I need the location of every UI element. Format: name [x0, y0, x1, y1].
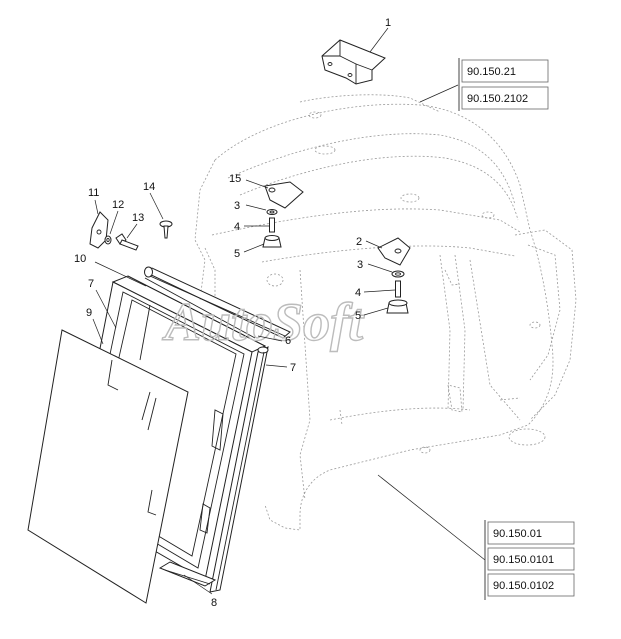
bolt-part-13	[115, 233, 139, 251]
callout-15: 15	[229, 173, 241, 185]
callout-3a: 3	[234, 200, 240, 212]
callout-labels: 1 15 3 4 5 2 3 4 5 11 12 13 14 10 7 9 6 …	[74, 17, 391, 609]
washer-part-12	[104, 235, 112, 245]
ref-code[interactable]: 90.150.0101	[493, 554, 554, 566]
callout-4a: 4	[234, 221, 240, 233]
reference-box-top: 90.150.21 90.150.2102	[458, 58, 549, 111]
callout-7b: 7	[290, 362, 296, 374]
callout-1: 1	[385, 17, 391, 29]
ref-code[interactable]: 90.150.2102	[467, 93, 528, 105]
callout-9: 9	[86, 307, 92, 319]
side-seal-part-7	[209, 346, 269, 593]
callout-4b: 4	[355, 287, 361, 299]
callout-12: 12	[112, 199, 124, 211]
ref-code[interactable]: 90.150.21	[467, 66, 516, 78]
glass-pane-part-9	[27, 329, 189, 604]
callout-11: 11	[88, 187, 99, 199]
callout-3b: 3	[357, 259, 363, 271]
callout-10: 10	[74, 253, 86, 265]
hinge-plate-part-15	[262, 181, 304, 248]
rivet-part-14	[159, 220, 173, 239]
callout-5a: 5	[234, 248, 240, 260]
reference-box-bottom: 90.150.01 90.150.0101 90.150.0102	[484, 520, 575, 600]
ref-code[interactable]: 90.150.0102	[493, 580, 554, 592]
callout-13: 13	[132, 212, 144, 224]
seal-strip-part-6	[143, 266, 291, 339]
ref-code[interactable]: 90.150.01	[493, 528, 542, 540]
callout-2: 2	[356, 236, 362, 248]
callout-7a: 7	[88, 278, 94, 290]
callout-8: 8	[211, 597, 217, 609]
callout-6: 6	[285, 335, 291, 347]
hinge-plate-part-2	[377, 237, 411, 314]
bracket-part-1	[321, 39, 386, 85]
leader-lines	[92, 27, 486, 595]
watermark-text: AutoSoft	[162, 292, 365, 352]
callout-14: 14	[143, 181, 155, 193]
cab-body-outline	[194, 94, 577, 531]
callout-5b: 5	[355, 310, 361, 322]
